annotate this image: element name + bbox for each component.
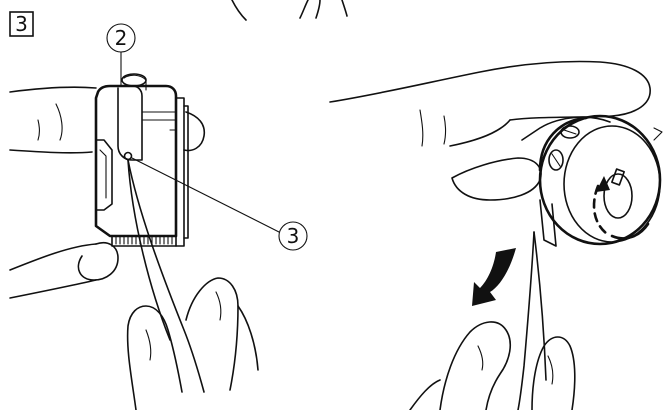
- callout-3-label: 3: [287, 224, 300, 248]
- curved-arrow-down-icon: [472, 248, 516, 306]
- top-hand-fragment: [232, 0, 347, 20]
- step-number-box: 3: [10, 12, 33, 36]
- counterclockwise-arrow-icon: [596, 176, 610, 192]
- step-number-label: 3: [15, 12, 28, 36]
- callout-2-label: 2: [115, 26, 128, 50]
- callout-2: 2: [107, 24, 135, 86]
- left-bobbin-case-illustration: [10, 74, 258, 410]
- right-bobbin-case-illustration: [330, 61, 662, 410]
